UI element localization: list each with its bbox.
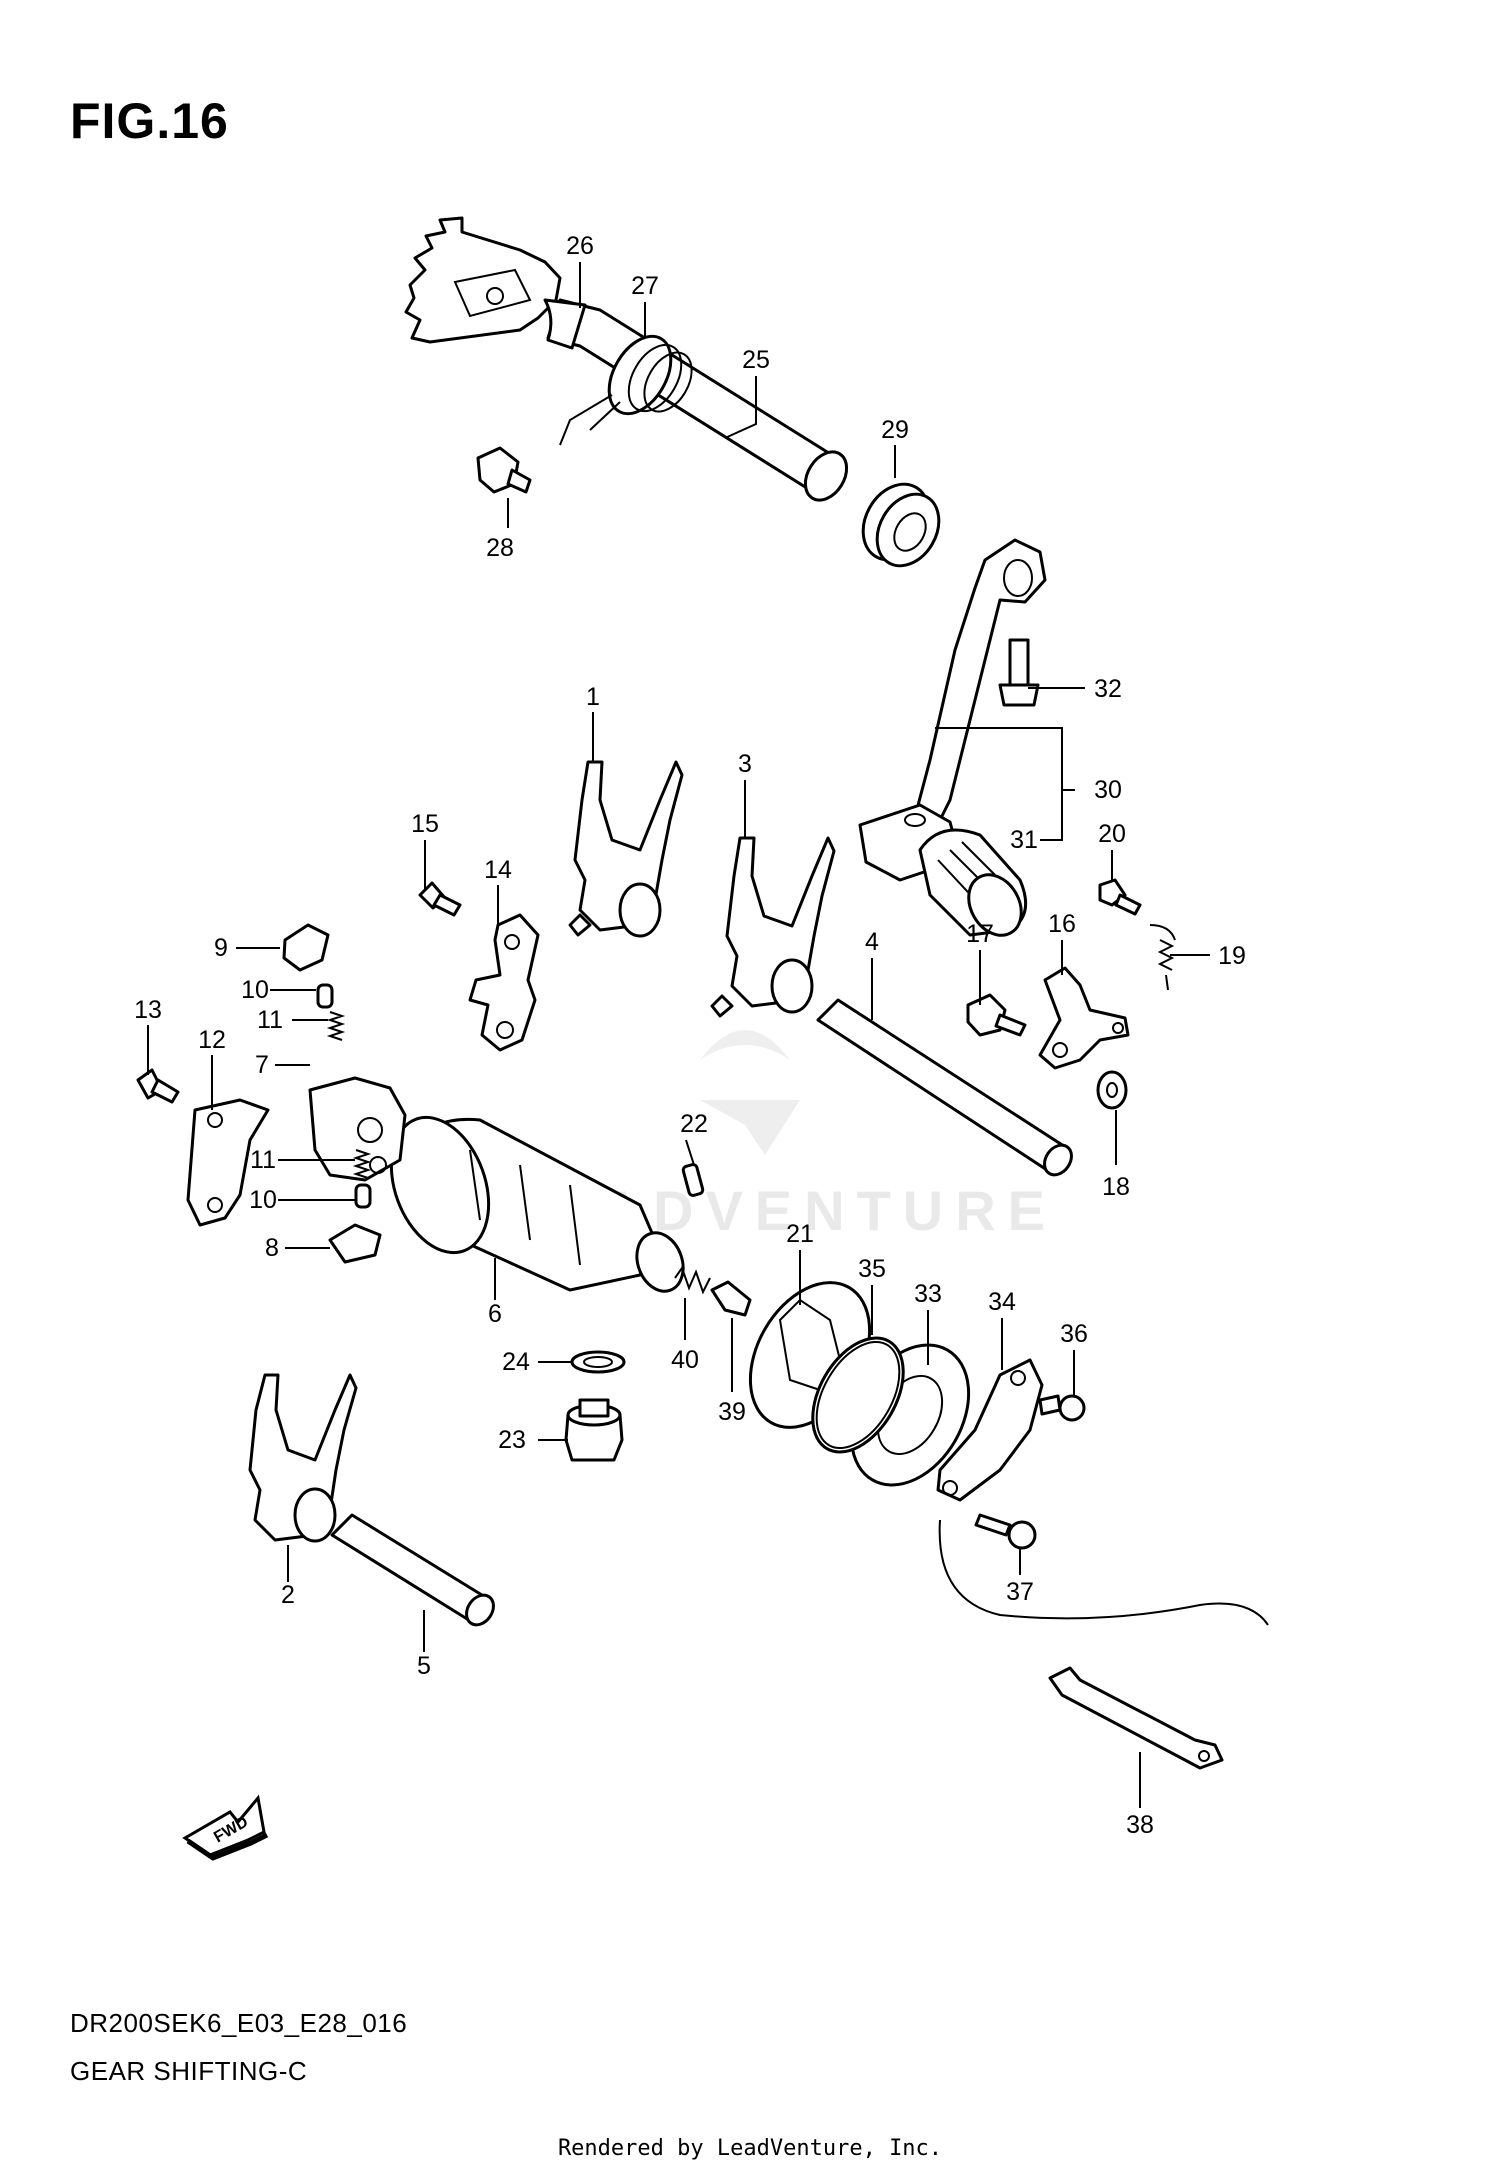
part-26-arm[interactable] (404, 216, 562, 344)
leader-lines (147, 262, 1210, 1808)
callout-labels: 1 2 3 4 5 6 7 8 9 10 10 11 11 12 13 14 1… (134, 232, 1246, 1839)
part-23-plug[interactable] (564, 1398, 624, 1462)
part-8-cam-stopper[interactable] (328, 1223, 382, 1264)
callout-31: 31 (1010, 826, 1038, 854)
callout-28: 28 (486, 534, 514, 562)
part-18-washer[interactable] (1096, 1070, 1128, 1110)
callout-35: 35 (858, 1255, 886, 1283)
part-5-fork-shaft[interactable] (330, 1513, 499, 1630)
callout-7: 7 (255, 1051, 269, 1079)
part-9-stopper[interactable] (282, 923, 330, 972)
part-39-pin[interactable] (710, 1280, 752, 1317)
part-16-cam-stopper[interactable] (1038, 966, 1130, 1070)
switch-lead-wire (938, 1519, 1269, 1626)
callout-4: 4 (865, 928, 879, 956)
callout-39: 39 (718, 1398, 746, 1426)
part-3-shift-fork[interactable] (710, 836, 836, 1018)
callout-36: 36 (1060, 1320, 1088, 1348)
callout-20: 20 (1098, 820, 1126, 848)
part-19-spring[interactable] (1149, 924, 1176, 991)
callout-21: 21 (786, 1220, 814, 1248)
callout-3: 3 (738, 750, 752, 778)
callout-37: 37 (1006, 1578, 1034, 1606)
callout-14: 14 (484, 856, 512, 884)
callout-25: 25 (742, 346, 770, 374)
callout-12: 12 (198, 1026, 226, 1054)
part-27-spring[interactable] (559, 326, 701, 446)
callout-11-lower: 11 (250, 1146, 276, 1174)
model-code: DR200SEK6_E03_E28_016 (70, 2008, 408, 2038)
callout-34: 34 (988, 1288, 1016, 1316)
callout-10-upper: 10 (241, 976, 269, 1004)
part-28-bolt[interactable] (476, 446, 532, 494)
figure-title: FIG.16 (70, 93, 229, 149)
part-12-stopper-plate[interactable] (186, 1098, 270, 1227)
part-22-pin[interactable] (681, 1163, 705, 1197)
callout-22: 22 (680, 1110, 708, 1138)
callout-24: 24 (502, 1348, 530, 1376)
callout-19: 19 (1218, 942, 1246, 970)
part-7-cam-driven-gear[interactable] (308, 1076, 407, 1182)
callout-10-lower: 10 (249, 1186, 277, 1214)
part-24-gasket[interactable] (570, 1350, 626, 1374)
part-1-shift-fork[interactable] (568, 760, 684, 938)
section-name: GEAR SHIFTING-C (70, 2056, 308, 2086)
part-14-cam-stopper[interactable] (468, 913, 540, 1052)
part-10-pin-upper[interactable] (316, 983, 334, 1009)
callout-6: 6 (488, 1300, 502, 1328)
part-40-spring[interactable] (674, 1265, 711, 1295)
callout-5: 5 (417, 1652, 431, 1680)
callout-40: 40 (671, 1346, 699, 1374)
callout-30: 30 (1094, 776, 1122, 804)
callout-15: 15 (411, 810, 439, 838)
callout-23: 23 (498, 1426, 526, 1454)
part-34-cover[interactable] (936, 1358, 1044, 1502)
callout-8: 8 (265, 1234, 279, 1262)
callout-13: 13 (134, 996, 162, 1024)
part-20-bolt[interactable] (1098, 878, 1142, 916)
part-37-screw[interactable] (974, 1513, 1037, 1550)
callout-18: 18 (1102, 1173, 1130, 1201)
callout-29: 29 (881, 416, 909, 444)
callout-16: 16 (1048, 910, 1076, 938)
part-32-bolt[interactable] (998, 638, 1040, 707)
fwd-arrow-icon: FWD (182, 1794, 269, 1861)
part-25-shift-shaft[interactable] (543, 298, 855, 508)
callout-1: 1 (586, 683, 600, 711)
part-38-clamp[interactable] (1048, 1666, 1224, 1770)
part-11-spring-lower[interactable] (352, 1149, 372, 1179)
part-35-o-ring[interactable] (794, 1322, 922, 1467)
callout-38: 38 (1126, 1811, 1154, 1839)
callout-32: 32 (1094, 675, 1122, 703)
callout-27: 27 (631, 272, 659, 300)
render-credit: Rendered by LeadVenture, Inc. (557, 2136, 943, 2161)
part-17-bolt[interactable] (966, 993, 1027, 1037)
callout-26: 26 (566, 232, 594, 260)
callout-17: 17 (966, 920, 994, 948)
part-10-pin-lower[interactable] (354, 1183, 372, 1209)
part-15-bolt[interactable] (418, 881, 462, 917)
callout-33: 33 (914, 1280, 942, 1308)
part-29-oil-seal[interactable] (850, 472, 951, 577)
callout-11-upper: 11 (257, 1006, 283, 1034)
callout-2: 2 (281, 1581, 295, 1609)
part-6-gearshift-cam[interactable] (374, 1104, 691, 1298)
callout-9: 9 (214, 934, 228, 962)
part-36-screw[interactable] (1038, 1394, 1086, 1422)
part-4-fork-shaft[interactable] (816, 998, 1077, 1180)
part-31-rubber[interactable] (918, 828, 1032, 945)
part-2-shift-fork[interactable] (248, 1373, 358, 1543)
part-11-spring-upper[interactable] (326, 1011, 346, 1041)
part-13-screw[interactable] (136, 1068, 180, 1104)
